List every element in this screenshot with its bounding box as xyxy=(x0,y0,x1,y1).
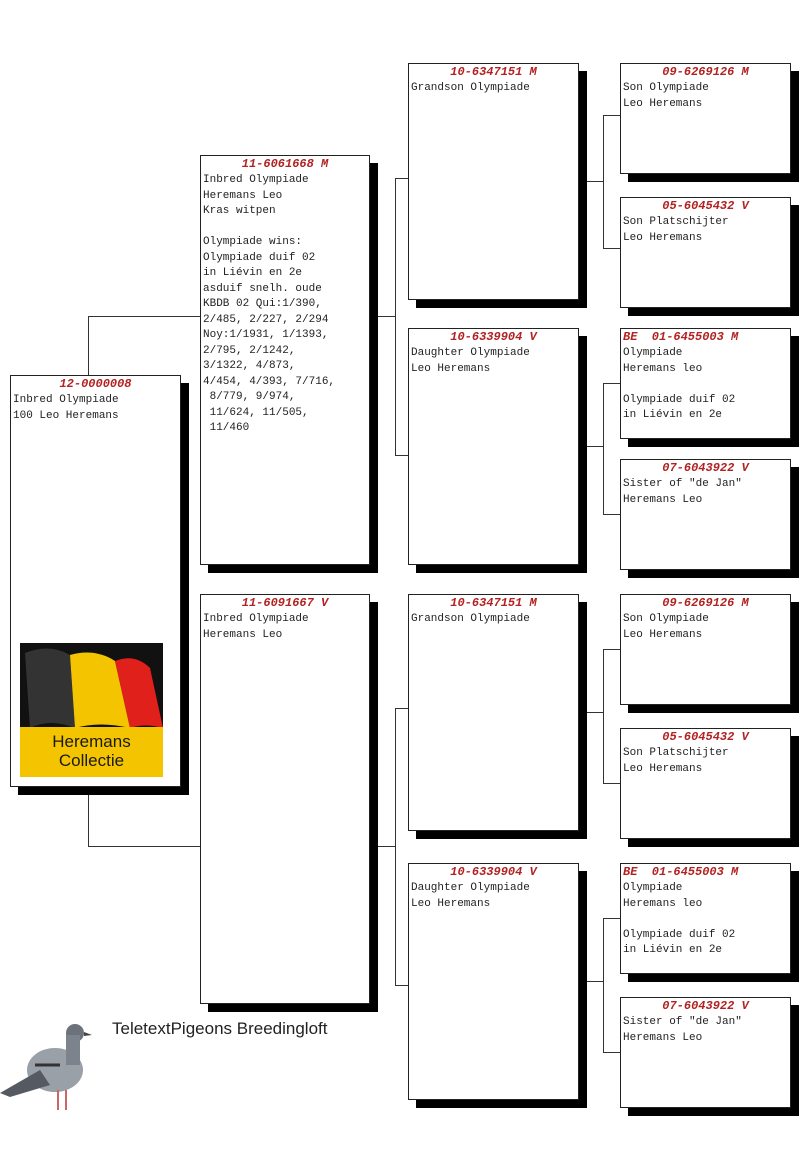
connector-line xyxy=(88,846,200,847)
sire-card[interactable]: 11-6061668 M Inbred Olympiade Heremans Le… xyxy=(200,155,370,565)
ring-number: 11-6091667 V xyxy=(241,596,329,610)
ring-number: 09-6269126 M xyxy=(662,65,749,79)
connector-line xyxy=(603,918,604,1052)
dam-card[interactable]: 11-6091667 V Inbred Olympiade Heremans Le… xyxy=(200,594,370,1004)
pigeon-icon xyxy=(0,1024,92,1110)
ring-number: 07-6043922 V xyxy=(662,461,749,475)
connector-line xyxy=(603,383,620,384)
ring-number: 10-6339904 V xyxy=(450,865,537,879)
ring-number: 05-6045432 V xyxy=(662,730,749,744)
connector-line xyxy=(603,1052,620,1053)
ring-number: 09-6269126 M xyxy=(662,596,749,610)
connector-line xyxy=(369,316,395,317)
connector-line xyxy=(603,514,620,515)
grandparent-card[interactable]: 10-6339904 V Daughter Olympiade Leo Herem… xyxy=(408,863,579,1100)
pigeon-description: Grandson Olympiade xyxy=(411,82,530,94)
great-grandparent-card[interactable]: 05-6045432 V Son Platschijter Leo Hereman… xyxy=(620,728,791,839)
belgian-flag-icon xyxy=(25,648,163,728)
connector-line xyxy=(578,712,603,713)
connector-line xyxy=(395,708,408,709)
grandparent-card[interactable]: 10-6339904 V Daughter Olympiade Leo Herem… xyxy=(408,328,579,565)
connector-line xyxy=(88,316,89,375)
ring-number: BE 01-6455003 M xyxy=(623,330,739,344)
connector-line xyxy=(395,178,408,179)
footer-title: TeletextPigeons Breedingloft xyxy=(112,1019,328,1038)
connector-line xyxy=(603,918,620,919)
logo-caption-line: Collectie xyxy=(58,751,125,770)
ring-number: 10-6339904 V xyxy=(450,330,537,344)
connector-line xyxy=(603,248,620,249)
connector-line xyxy=(603,383,604,514)
ring-number: 10-6347151 M xyxy=(450,65,537,79)
connector-line xyxy=(603,115,604,248)
connector-line xyxy=(603,649,620,650)
ring-number: 07-6043922 V xyxy=(662,999,749,1013)
connector-line xyxy=(603,115,620,116)
ring-number: BE 01-6455003 M xyxy=(623,865,739,879)
connector-line xyxy=(603,783,620,784)
pigeon-description: Daughter Olympiade Leo Heremans xyxy=(411,882,530,910)
pigeon-description: Inbred Olympiade 100 Leo Heremans xyxy=(13,394,119,422)
logo-caption-line: Heremans xyxy=(52,732,131,751)
great-grandparent-card[interactable]: 07-6043922 V Sister of "de Jan" Heremans … xyxy=(620,459,791,570)
connector-line xyxy=(578,446,603,447)
connector-line xyxy=(395,985,408,986)
connector-line xyxy=(578,981,603,982)
pigeon-description: Sister of "de Jan" Heremans Leo xyxy=(623,478,742,506)
grandparent-card[interactable]: 10-6347151 M Grandson Olympiade xyxy=(408,63,579,300)
pigeon-description: Son Olympiade Leo Heremans xyxy=(623,613,709,641)
connector-line xyxy=(369,846,395,847)
connector-line xyxy=(88,316,200,317)
pigeon-description: Son Olympiade Leo Heremans xyxy=(623,82,709,110)
connector-line xyxy=(395,708,396,985)
connector-line xyxy=(603,649,604,783)
pigeon-description: Sister of "de Jan" Heremans Leo xyxy=(623,1016,742,1044)
connector-line xyxy=(578,181,603,182)
connector-line xyxy=(395,455,408,456)
pigeon-description: Daughter Olympiade Leo Heremans xyxy=(411,347,530,375)
great-grandparent-card[interactable]: 09-6269126 M Son Olympiade Leo Heremans xyxy=(620,594,791,705)
pigeon-description: Inbred Olympiade Heremans Leo xyxy=(203,613,309,641)
pigeon-description: Inbred Olympiade Heremans Leo Kras witpe… xyxy=(203,174,336,434)
connector-line xyxy=(88,787,89,846)
ring-number: 11-6061668 M xyxy=(241,157,329,171)
pigeon-description: Son Platschijter Leo Heremans xyxy=(623,747,729,775)
pigeon-description: Son Platschijter Leo Heremans xyxy=(623,216,729,244)
great-grandparent-card[interactable]: 09-6269126 M Son Olympiade Leo Heremans xyxy=(620,63,791,174)
great-grandparent-card[interactable]: 05-6045432 V Son Platschijter Leo Hereman… xyxy=(620,197,791,308)
grandparent-card[interactable]: 10-6347151 M Grandson Olympiade xyxy=(408,594,579,831)
great-grandparent-card[interactable]: 07-6043922 V Sister of "de Jan" Heremans … xyxy=(620,997,791,1108)
pigeon-description: Olympiade Heremans leo Olympiade duif 02… xyxy=(623,347,736,421)
ring-number: 12-0000008 xyxy=(59,377,132,391)
ring-number: 05-6045432 V xyxy=(662,199,749,213)
pigeon-description: Olympiade Heremans leo Olympiade duif 02… xyxy=(623,882,736,956)
pigeon-description: Grandson Olympiade xyxy=(411,613,530,625)
great-grandparent-card[interactable]: BE 01-6455003 M Olympiade Heremans leo Ol… xyxy=(620,328,791,439)
great-grandparent-card[interactable]: BE 01-6455003 M Olympiade Heremans leo Ol… xyxy=(620,863,791,974)
connector-line xyxy=(395,178,396,455)
ring-number: 10-6347151 M xyxy=(450,596,537,610)
